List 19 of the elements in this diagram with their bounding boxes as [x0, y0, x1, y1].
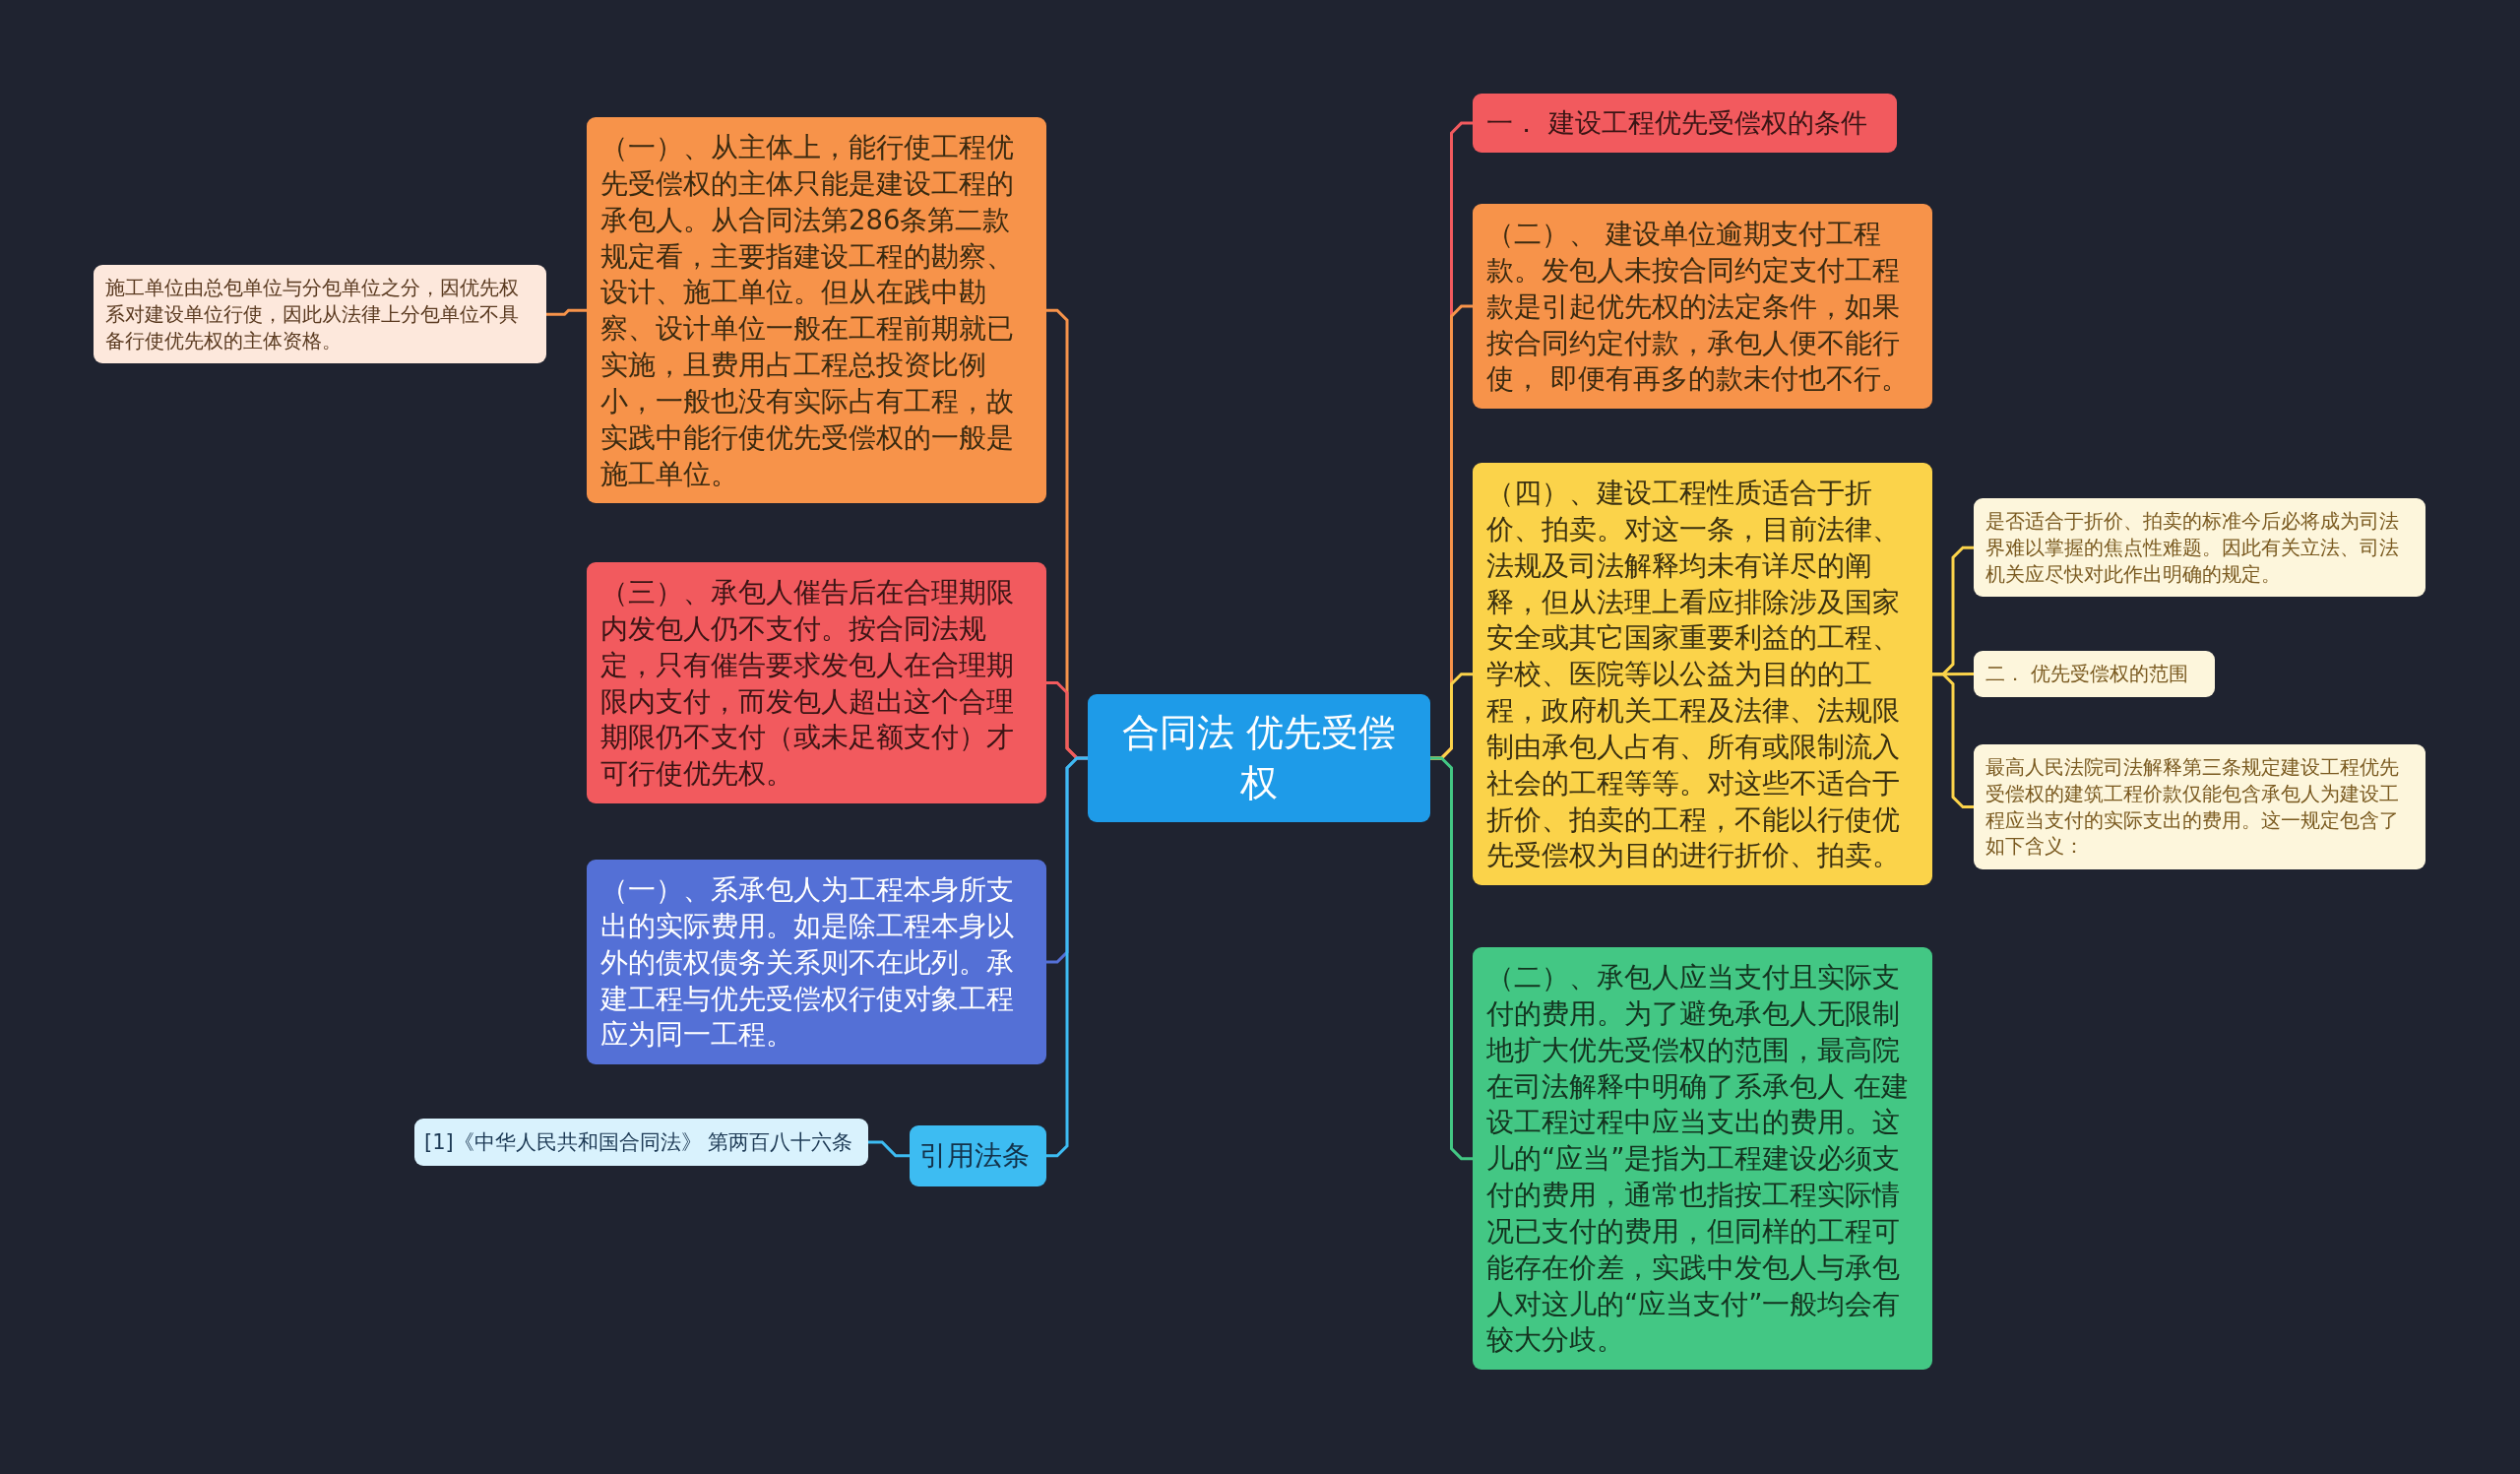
topic-box: （一）、从主体上，能行使工程优先受偿权的主体只能是建设工程的承包人。从合同法第286条第二款规定看，主要指建设工程的勘察、设计、施工单位。但从在践中勘察、设计单位一般在工程前期就已实施，且费用占工程总投资比例小，一般也没有实际占有工程，故实践中能行使优先受偿权的一般是施工单位。 — [587, 117, 1046, 504]
topic-box: 最高人民法院司法解释第三条规定建设工程优先受偿权的建筑工程价款仅能包含承包人为建设工程应当支付的实际支出的费用。这一规定包含了如下含义： — [1974, 744, 2426, 870]
connector-line — [868, 1140, 910, 1158]
topic-box: [1]《中华人民共和国合同法》 第两百八十六条 — [414, 1119, 868, 1167]
topic-box: 二． 优先受偿权的范围 — [1974, 651, 2215, 697]
connector-line — [1932, 673, 1974, 809]
topic-box: 施工单位由总包单位与分包单位之分，因优先权系对建设单位行使，因此从法律上分包单位不具备行使优先权的主体资格。 — [94, 265, 546, 364]
topic-box: 引用法条 — [910, 1125, 1046, 1186]
topic-box: （四）、建设工程性质适合于折价、拍卖。对这一条，目前法律、法规及司法解释均未有详尽的阐释，但从法理上看应排除涉及国家安全或其它国家重要利益的工程、学校、医院等以公益为目的的工程，政府机关工程及法律、法规限制由承包人占有、所有或限制流入社会的工程等等。对这些不适合于折价、拍卖的工程，不能以行使优先受偿权为目的进行折价、拍卖。 — [1473, 463, 1932, 886]
topic-box: （一）、系承包人为工程本身所支出的实际费用。如是除工程本身以外的债权债务关系则不在此列。承建工程与优先受偿权行使对象工程应为同一工程。 — [587, 860, 1046, 1065]
topic-box: 一． 建设工程优先受偿权的条件 — [1473, 94, 1897, 154]
connector-line — [1430, 756, 1473, 1161]
root-topic-box: 合同法 优先受偿权 — [1088, 694, 1430, 822]
topic-box: （二）、承包人应当支付且实际支付的费用。为了避免承包人无限制地扩大优先受偿权的范围，最高院在司法解释中明确了系承包人 在建设工程过程中应当支出的费用。这儿的“应当”是指为工程建设必须支付的费用，通常也指按工程实际情况已支付的费用，但同样的工程可能存在价差，实践中发包人与承包人对这儿的“应当支付”一般均会有较大分歧。 — [1473, 947, 1932, 1371]
connector-line — [546, 308, 587, 316]
connector-line — [1046, 756, 1088, 1158]
topic-box: （二）、 建设单位逾期支付工程款。发包人未按合同约定支付工程款是引起优先权的法定条件，如果按合同约定付款，承包人便不能行使， 即便有再多的款未付也不行。 — [1473, 204, 1932, 410]
topic-box: 是否适合于折价、拍卖的标准今后必将成为司法界难以掌握的焦点性难题。因此有关立法、司法机关应尽快对此作出明确的规定。 — [1974, 498, 2426, 598]
topic-box: （三）、承包人催告后在合理期限内发包人仍不支付。按合同法规定，只有催告要求发包人在合理期限内支付，而发包人超出这个合理期限仍不支付（或未足额支付）才可行使优先权。 — [587, 562, 1046, 804]
